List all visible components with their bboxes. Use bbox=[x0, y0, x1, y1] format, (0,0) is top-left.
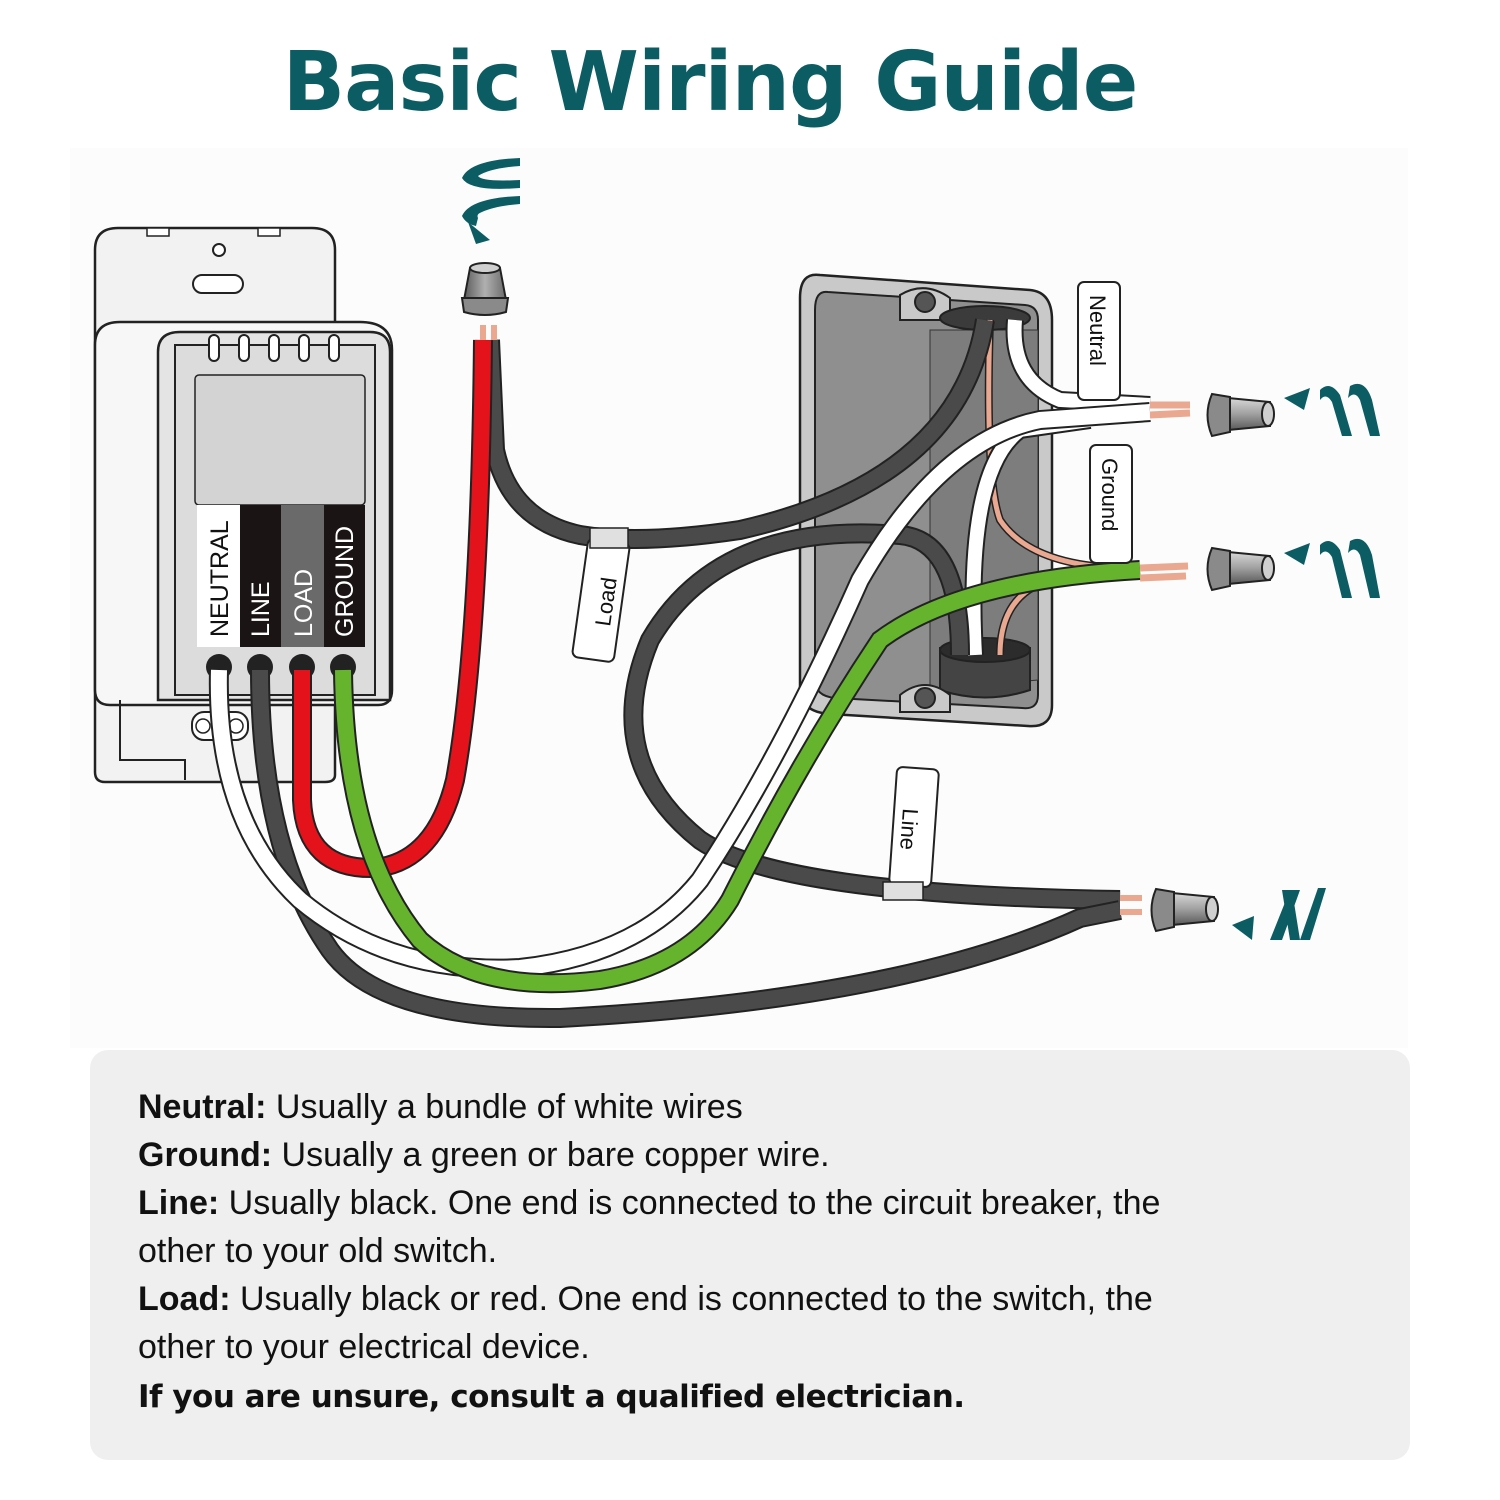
info-desc: other to your old switch. bbox=[138, 1232, 498, 1270]
screw-hole bbox=[212, 243, 226, 257]
terminal-text-line: LINE bbox=[247, 581, 275, 637]
svg-text:Ground: Ground bbox=[1097, 458, 1122, 531]
wire-tag-ground: Ground bbox=[1089, 444, 1133, 564]
wire-nut-icon bbox=[460, 262, 510, 316]
wire-tag-load: Load bbox=[571, 527, 631, 663]
copper-strands bbox=[480, 325, 1191, 915]
terminal-label-neutral bbox=[197, 505, 240, 647]
twist-arrow-icon bbox=[1232, 888, 1326, 940]
twist-arrow-icon bbox=[1284, 538, 1380, 598]
terminal-hooks bbox=[208, 334, 340, 362]
terminal-label-line bbox=[240, 505, 281, 647]
terminal-label-ground bbox=[324, 505, 365, 647]
twist-arrow-icon bbox=[1284, 383, 1380, 436]
smart-switch-device: NEUTRAL LINE LOAD GROUND bbox=[93, 226, 394, 784]
info-desc: Usually a green or bare copper wire. bbox=[281, 1136, 830, 1174]
wire-tag-neutral: Neutral bbox=[1077, 281, 1121, 401]
wire-nut-icon bbox=[1206, 392, 1275, 438]
info-load-cont: other to your electrical device. bbox=[138, 1330, 590, 1364]
info-line-cont: other to your old switch. bbox=[138, 1234, 497, 1268]
info-neutral: Neutral: Usually a bundle of white wires bbox=[138, 1090, 743, 1124]
info-ground: Ground: Usually a green or bare copper w… bbox=[138, 1138, 830, 1172]
wires bbox=[208, 318, 1191, 1029]
wire-nut-icon bbox=[1206, 546, 1275, 592]
info-term: Neutral: bbox=[138, 1088, 267, 1126]
svg-text:Line: Line bbox=[895, 808, 923, 851]
page-title: Basic Wiring Guide bbox=[282, 35, 1139, 130]
device-label-area bbox=[194, 374, 366, 506]
safety-warning: If you are unsure, consult a qualified e… bbox=[138, 1379, 965, 1415]
info-desc: Usually black or red. One end is connect… bbox=[240, 1280, 1153, 1318]
info-term: Ground: bbox=[138, 1136, 273, 1174]
info-load: Load: Usually black or red. One end is c… bbox=[138, 1282, 1153, 1316]
wire-tag-line: Line bbox=[882, 766, 940, 901]
info-desc: other to your electrical device. bbox=[138, 1328, 590, 1366]
terminal-text-neutral: NEUTRAL bbox=[206, 520, 234, 637]
info-line: Line: Usually black. One end is connecte… bbox=[138, 1186, 1160, 1220]
info-desc: Usually a bundle of white wires bbox=[275, 1088, 743, 1126]
wiring-diagram: NEUTRAL LINE LOAD GROUND bbox=[93, 158, 1380, 1029]
info-term: Line: bbox=[138, 1184, 220, 1222]
terminal-text-ground: GROUND bbox=[331, 526, 359, 637]
info-term: Load: bbox=[138, 1280, 231, 1318]
info-desc: Usually black. One end is connected to t… bbox=[228, 1184, 1161, 1222]
terminal-label-load bbox=[281, 505, 324, 647]
info-panel: Neutral: Usually a bundle of white wires… bbox=[90, 1050, 1410, 1460]
svg-text:Neutral: Neutral bbox=[1085, 295, 1110, 366]
twist-arrow-icon bbox=[462, 158, 520, 244]
terminal-text-load: LOAD bbox=[290, 569, 318, 637]
wire-nut-icon bbox=[1150, 887, 1219, 933]
